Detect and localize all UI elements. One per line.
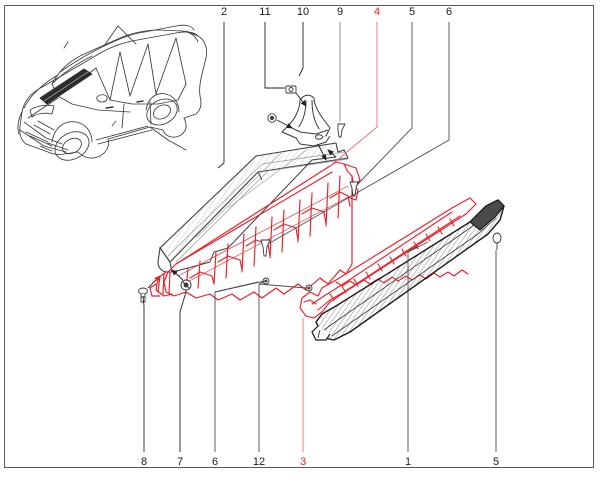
callout-label-9[interactable]: 9 <box>336 6 344 18</box>
callout-label-12[interactable]: 12 <box>252 456 266 468</box>
callout-label-10[interactable]: 10 <box>296 6 310 18</box>
callout-label-4[interactable]: 4 <box>373 6 381 18</box>
leader-connectors <box>214 241 429 293</box>
callout-label-8[interactable]: 8 <box>140 456 148 468</box>
fastener-nut-7 <box>180 279 192 291</box>
part-sill-reinforcement <box>149 161 361 301</box>
fasteners-group <box>138 85 502 303</box>
callout-label-6[interactable]: 6 <box>445 6 453 18</box>
part-sill-trim-molding <box>311 199 505 341</box>
callout-label-11[interactable]: 11 <box>259 6 271 18</box>
part-support-bracket <box>281 94 331 147</box>
callout-label-1[interactable]: 1 <box>404 456 412 468</box>
callout-label-7[interactable]: 7 <box>176 456 184 468</box>
fastener-screw-left <box>267 113 277 123</box>
callout-label-6b[interactable]: 6 <box>211 456 219 468</box>
callout-label-5[interactable]: 5 <box>408 6 416 18</box>
callout-label-2[interactable]: 2 <box>220 6 228 18</box>
vehicle-illustration <box>17 24 208 161</box>
assembly-arrows <box>147 92 337 289</box>
part-sill-end-reinforcement <box>299 197 477 319</box>
fastener-clip-9 <box>337 123 346 138</box>
leader-lines-top <box>217 22 450 245</box>
leader-lines-bottom <box>142 245 497 452</box>
callout-label-5b[interactable]: 5 <box>492 456 500 468</box>
fastener-clip-11 <box>285 85 297 94</box>
part-sill-outer-panel <box>157 142 349 273</box>
fastener-screw-8 <box>138 287 148 303</box>
fastener-clip-far-right <box>492 232 502 250</box>
callout-label-3[interactable]: 3 <box>299 456 307 468</box>
fastener-rivet-mid <box>260 239 271 257</box>
